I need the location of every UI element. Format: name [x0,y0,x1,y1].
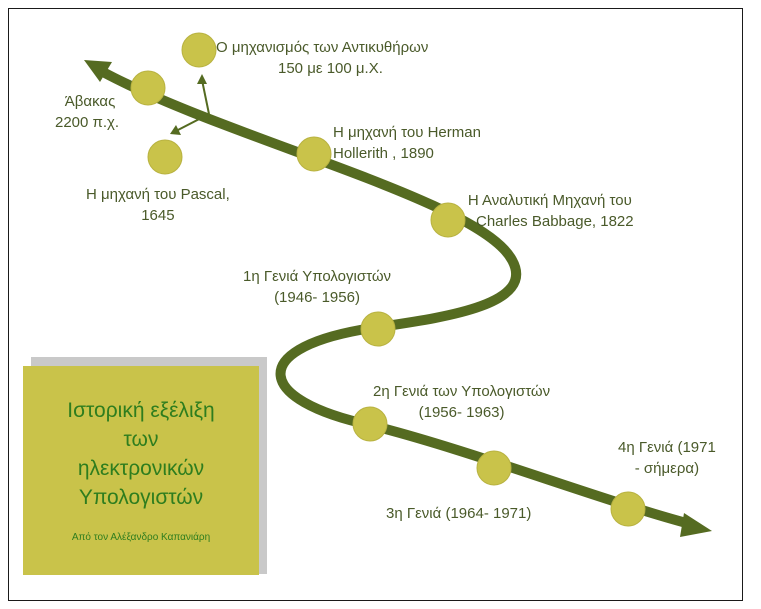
label-abacus: Άβακας 2200 π.χ. [55,93,120,131]
milestone-nodes [130,32,646,527]
label-hollerith: Η μηχανή του Herman Hollerith , 1890 [333,124,481,162]
node-gen2 [352,406,388,442]
label-antikythera: Ο μηχανισμός των Αντικυθήρων 150 με 100 … [216,39,429,77]
node-gen4 [610,491,646,527]
arrowhead-start [84,60,112,82]
node-gen3 [476,450,512,486]
node-gen1 [360,311,396,347]
label-babbage: Η Αναλυτική Μηχανή του Charles Babbage, … [467,192,634,230]
label-gen2: 2η Γενιά των Υπολογιστών (1956- 1963) [373,383,551,421]
node-abacus [130,70,166,106]
timeline-curve [100,67,692,529]
title-heading: Ιστορική εξέλιξη των ηλεκτρονικών Υπολογ… [67,399,215,509]
label-gen4: 4η Γενιά (1971 - σήμερα) [618,439,716,477]
arrowhead-end [680,513,712,537]
branch-arrows [170,74,210,135]
node-antikythera [181,32,217,68]
node-hollerith [296,136,332,172]
node-pascal [147,139,183,175]
title-box: Ιστορική εξέλιξη των ηλεκτρονικών Υπολογ… [23,366,259,575]
label-pascal: Η μηχανή του Pascal, 1645 [86,186,230,224]
node-babbage [430,202,466,238]
label-gen1: 1η Γενιά Υπολογιστών (1946- 1956) [243,268,392,306]
title-author: Από τον Αλέξανδρο Καπανιάρη [71,532,211,543]
label-gen3: 3η Γενιά (1964- 1971) [386,505,532,522]
